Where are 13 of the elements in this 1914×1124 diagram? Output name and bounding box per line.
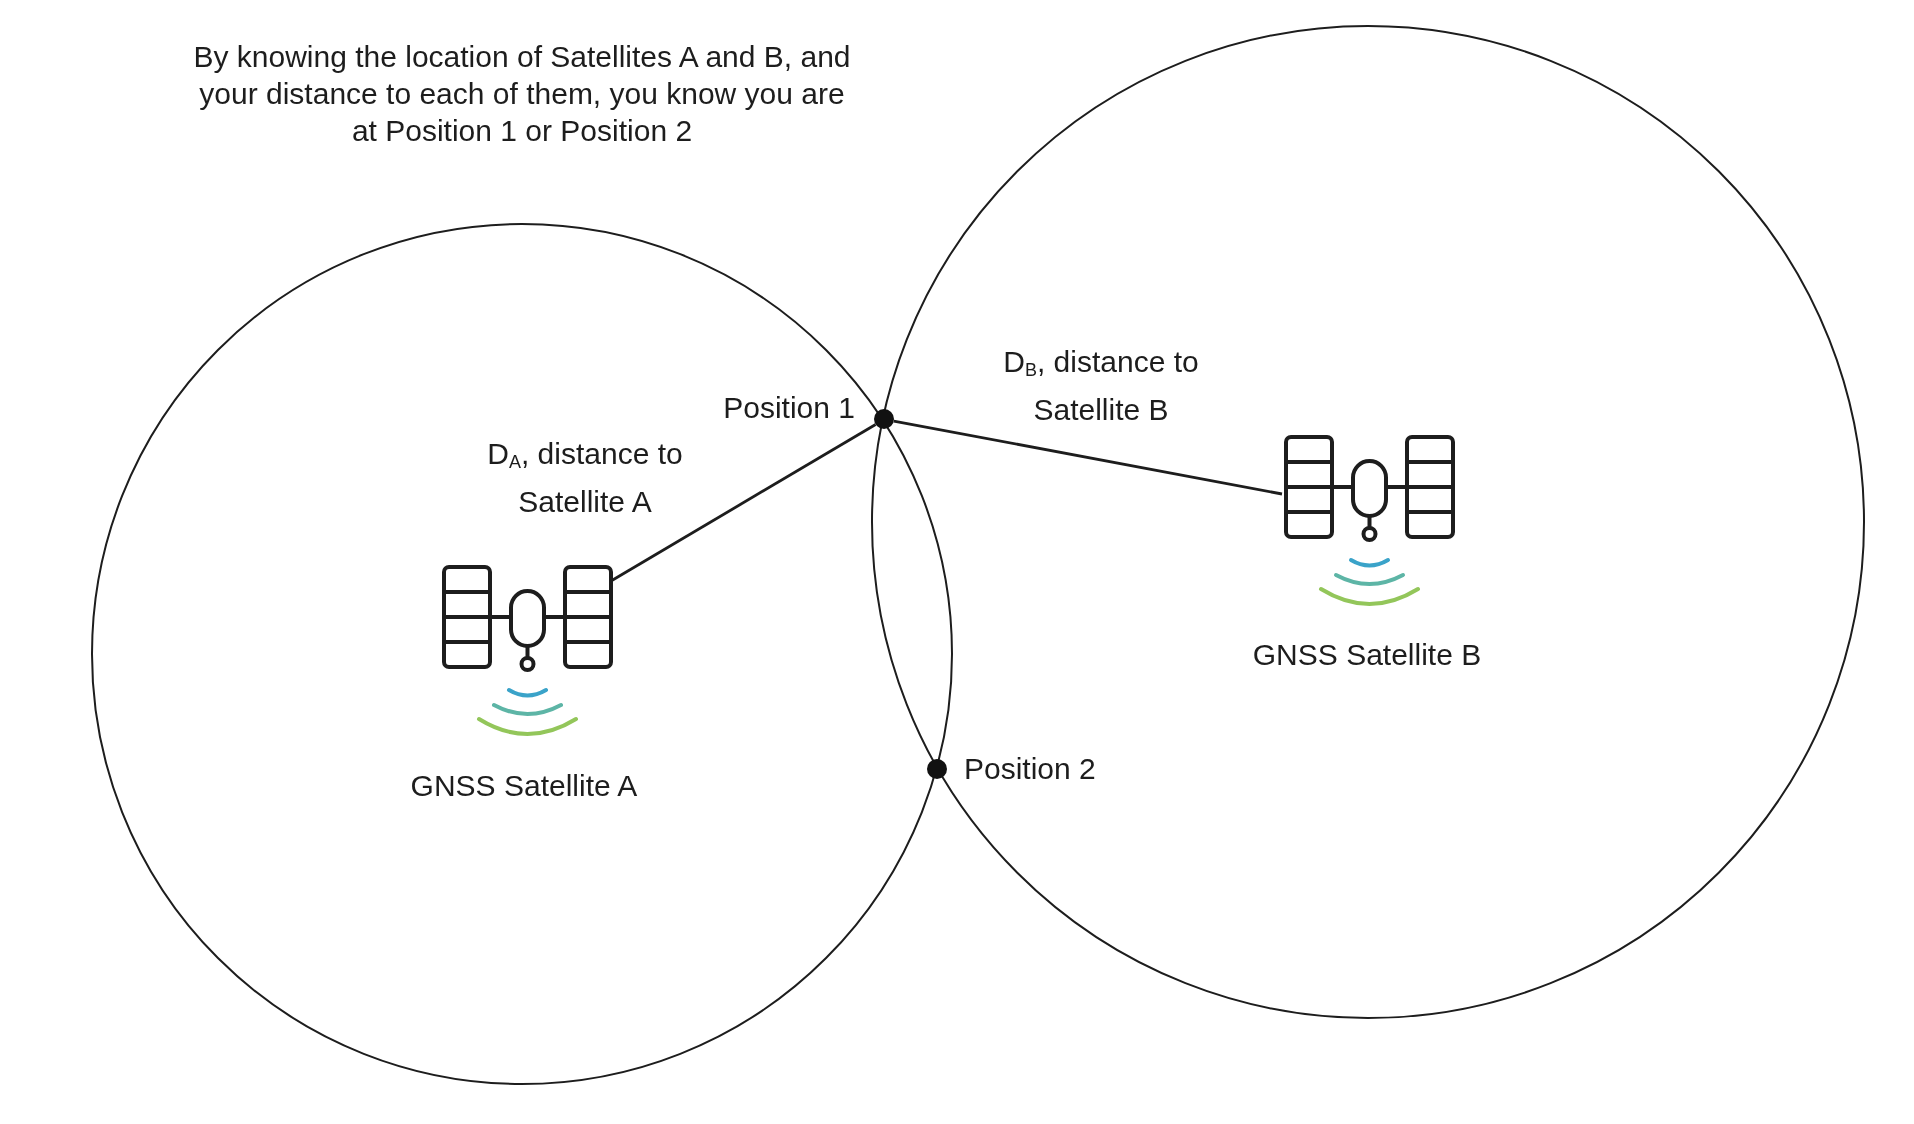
node-label: GNSS Satellite B: [1252, 637, 1482, 673]
title: By knowing the location of Satellites A and B, and your distance to each of them, you know you are at Position 1 or Position 2: [192, 39, 852, 149]
edge-label: D$_{B}$, distance to Satellite B: [1002, 344, 1200, 428]
node-label: Position 1: [723, 390, 855, 426]
range-circle: [871, 25, 1865, 1019]
position-dot: [927, 759, 947, 779]
edge-label: D$_{A}$, distance to Satellite A: [486, 436, 684, 520]
range-circle: [91, 223, 953, 1085]
distance-line: [610, 423, 877, 583]
position-dot: [874, 409, 894, 429]
distance-line: [893, 419, 1283, 496]
node-label: Position 2: [964, 751, 1096, 787]
node-label: GNSS Satellite A: [410, 768, 638, 804]
